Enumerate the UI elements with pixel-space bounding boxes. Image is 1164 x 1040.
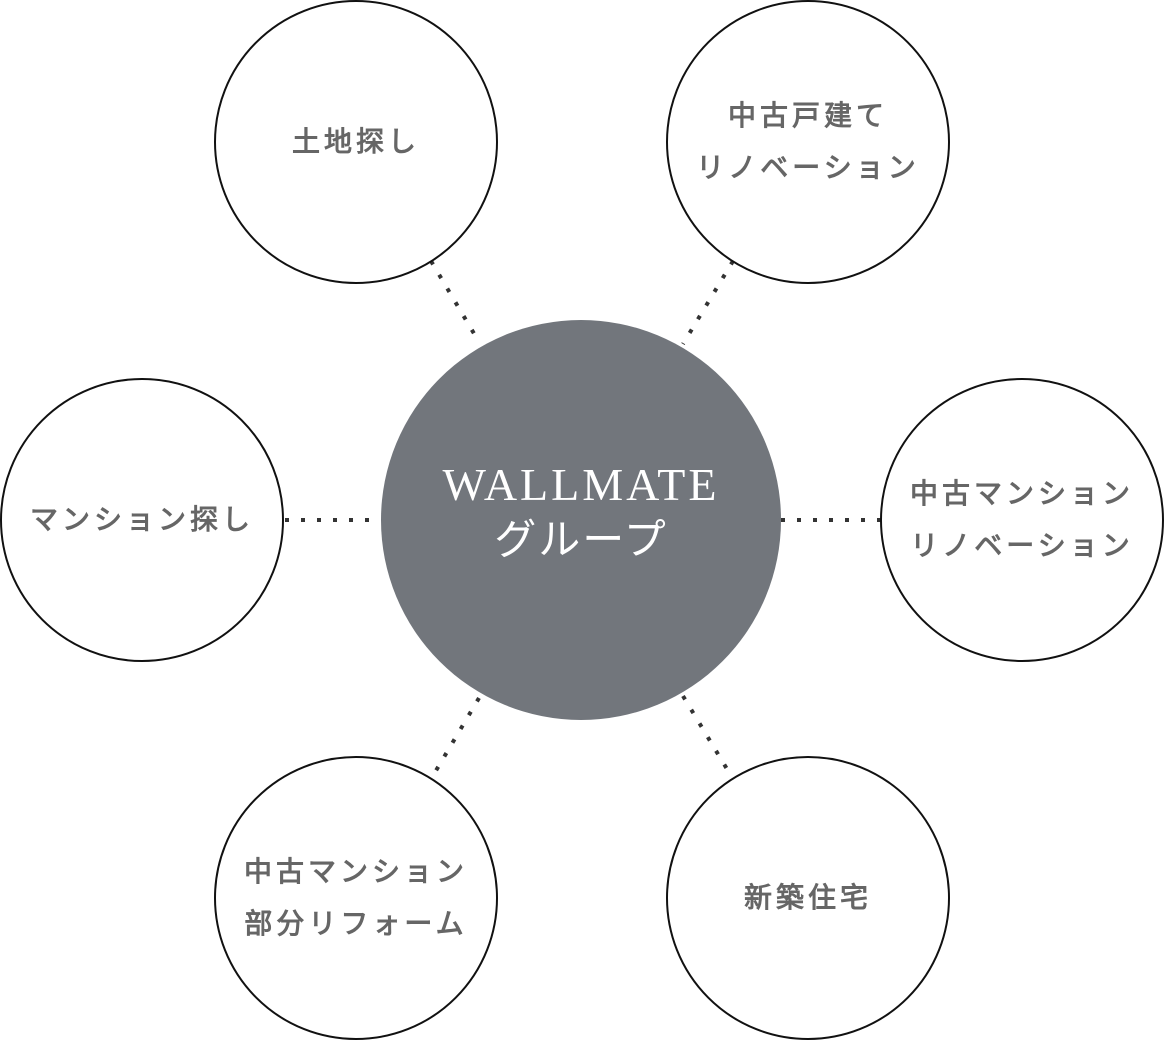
- node-label: 新築住宅: [744, 872, 872, 924]
- node-label-line: 部分リフォーム: [244, 907, 468, 940]
- node-used-house-renovation[interactable]: 中古戸建て リノベーション: [666, 0, 950, 284]
- node-label-line: 中古マンション: [909, 477, 1134, 510]
- connector-land-search: [429, 259, 481, 344]
- node-label: 中古マンション 部分リフォーム: [244, 846, 468, 950]
- node-label: 土地探し: [292, 116, 420, 168]
- node-land-search[interactable]: 土地探し: [214, 0, 498, 284]
- connector-used-condo-partial-reform: [429, 696, 481, 781]
- node-condo-search[interactable]: マンション探し: [0, 378, 284, 662]
- node-label: 中古マンション リノベーション: [910, 468, 1134, 572]
- connector-new-house: [681, 694, 735, 781]
- node-label-line: 中古戸建て: [727, 99, 888, 132]
- node-label-line: マンション探し: [29, 503, 254, 536]
- connector-used-house-renovation: [681, 259, 735, 346]
- node-label: マンション探し: [30, 494, 254, 546]
- node-used-condo-renovation[interactable]: 中古マンション リノベーション: [880, 378, 1164, 662]
- center-subtitle: グループ: [494, 515, 668, 564]
- node-label-line: リノベーション: [910, 529, 1134, 562]
- node-label-line: リノベーション: [696, 151, 920, 184]
- node-label-line: 土地探し: [291, 125, 420, 158]
- center-node-wallmate-group: WALLMATE グループ: [381, 320, 781, 720]
- node-label: 中古戸建て リノベーション: [696, 90, 919, 194]
- node-label-line: 中古マンション: [243, 855, 468, 888]
- node-label-line: 新築住宅: [743, 881, 872, 914]
- node-new-house[interactable]: 新築住宅: [666, 756, 950, 1040]
- center-title: WALLMATE: [442, 459, 720, 510]
- node-used-condo-partial-reform[interactable]: 中古マンション 部分リフォーム: [214, 756, 498, 1040]
